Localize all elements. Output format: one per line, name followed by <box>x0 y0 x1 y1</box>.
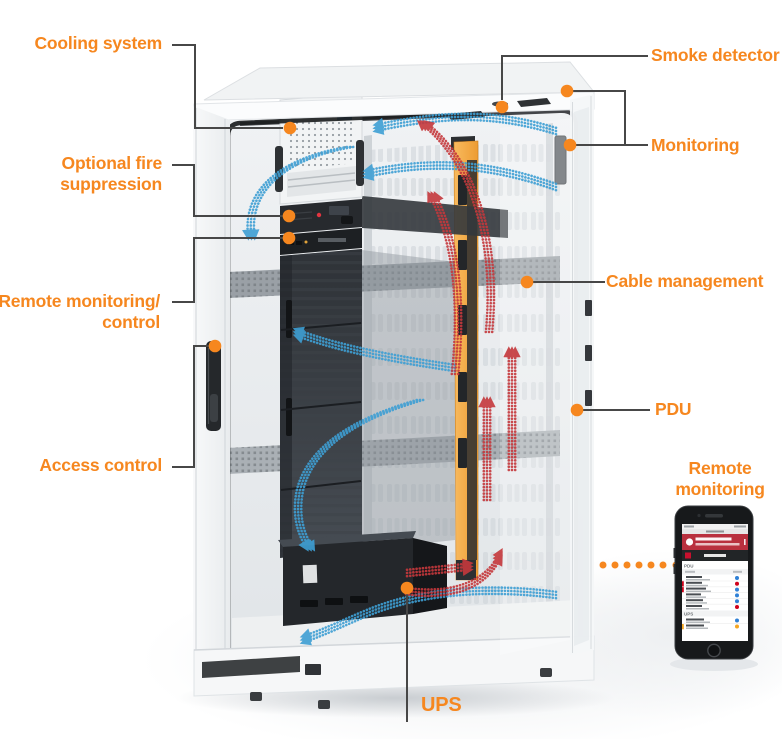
alert-banner <box>682 534 748 550</box>
dot-access-control <box>208 339 222 353</box>
pdu-strip <box>451 136 479 581</box>
dot-monitoring-bottom <box>563 138 577 152</box>
phone-screen: PDU <box>682 524 748 641</box>
label-cooling-system: Cooling system <box>34 33 162 53</box>
phone-camera <box>697 513 701 518</box>
equipment-top-shelf <box>362 196 508 238</box>
glass-reflection <box>500 118 570 655</box>
app-bar <box>682 550 748 561</box>
section-label-pdu: PDU <box>684 564 694 569</box>
phone-home-button <box>707 643 721 658</box>
callout-dots <box>208 84 584 595</box>
dot-pdu <box>570 403 584 417</box>
dot-monitoring-top <box>560 84 574 98</box>
glass-door-right <box>570 94 594 655</box>
leveling-foot <box>318 700 330 709</box>
leader-lines <box>172 44 650 722</box>
label-optional-fire-suppression: Optional fire suppression <box>60 153 162 194</box>
leveling-foot <box>540 668 552 677</box>
cabinet-roof <box>193 61 596 122</box>
equipment-side <box>362 250 455 550</box>
dot-cooling-system <box>283 121 297 135</box>
leader-cooling-system <box>172 44 283 129</box>
monitoring-device <box>554 135 567 185</box>
label-access-control: Access control <box>39 455 162 475</box>
section-label-ups: UPS <box>684 612 693 617</box>
fire-indicator-led <box>316 212 322 218</box>
label-remote-monitoring-control: Remote monitoring/ control <box>0 291 160 332</box>
leader-remote-monitoring-control <box>172 237 283 303</box>
ups-rows <box>682 618 748 630</box>
cabinet-base <box>193 635 595 709</box>
pdu-rows <box>682 576 748 610</box>
airflow-hot-arrows <box>404 120 518 596</box>
front-door <box>193 106 230 660</box>
label-pdu: PDU <box>655 399 692 419</box>
device-list: PDU <box>682 564 748 630</box>
dot-ups <box>400 581 414 595</box>
dot-smoke-detector <box>495 100 509 114</box>
phone-speaker <box>705 514 723 518</box>
dot-remote-monitoring-control <box>282 231 296 245</box>
label-remote-monitoring: Remote monitoring <box>675 458 765 499</box>
server-stack <box>280 249 362 558</box>
leveling-foot <box>250 692 262 701</box>
leader-monitoring <box>570 90 648 146</box>
ups-unit <box>278 531 447 626</box>
dot-cable-management <box>520 275 534 289</box>
leader-fire-suppression <box>172 164 283 217</box>
dot-fire-suppression <box>282 209 296 223</box>
label-smoke-detector: Smoke detector <box>651 45 780 65</box>
leader-smoke-detector <box>501 55 648 100</box>
label-cable-management: Cable management <box>606 271 764 291</box>
label-monitoring: Monitoring <box>651 135 740 155</box>
label-ups: UPS <box>421 694 462 716</box>
door-handle <box>206 341 221 431</box>
leader-access-control <box>172 345 209 468</box>
phone: PDU <box>673 505 754 660</box>
